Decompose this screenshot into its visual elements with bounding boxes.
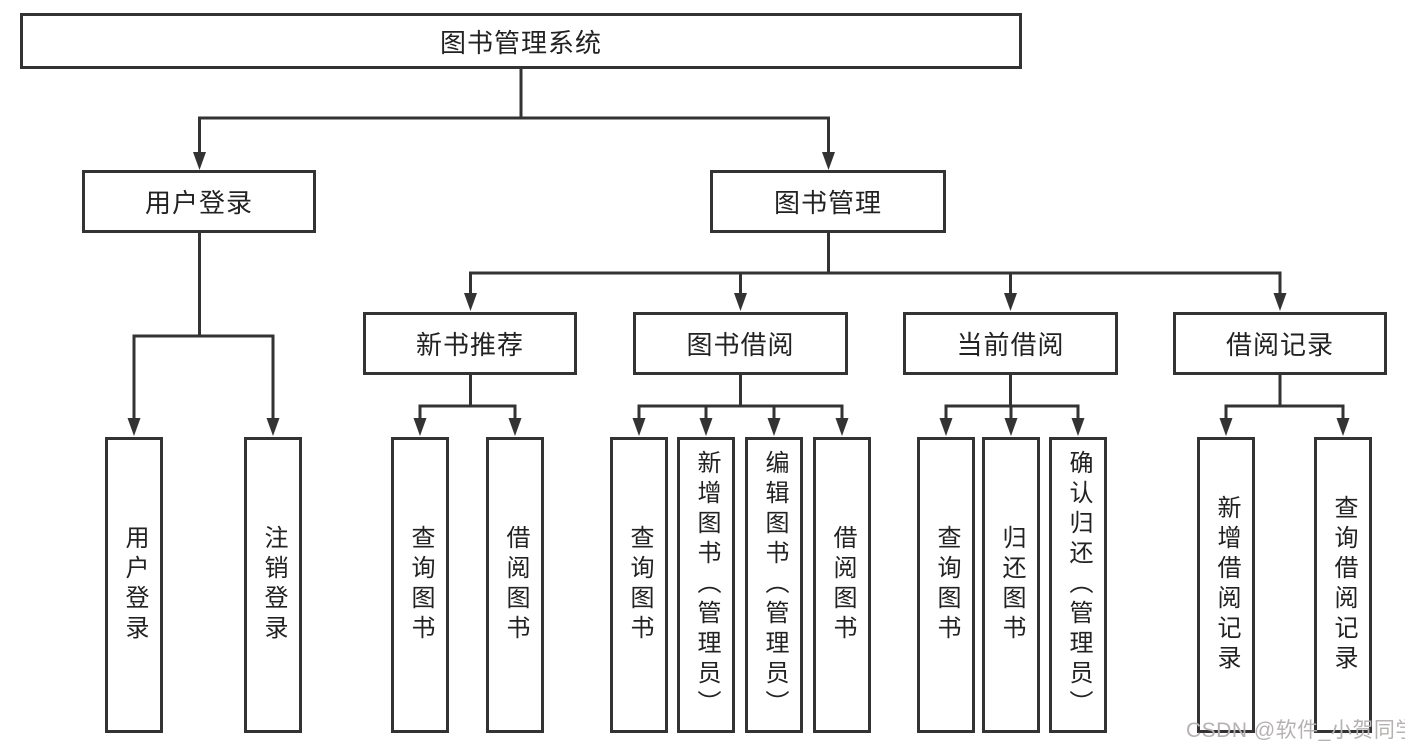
arrow-head-icon	[193, 152, 206, 170]
leaf-user-login: 用户登录	[105, 437, 163, 733]
leaf-add-borrow-record-label: 新增借阅记录	[1213, 495, 1240, 675]
node-book-management: 图书管理	[710, 170, 946, 233]
arrow-head-icon	[266, 418, 280, 436]
leaf-edit-book-admin-label: 编辑图书（管理员）	[761, 450, 788, 720]
arrow-head-icon	[508, 418, 522, 436]
arrow-head-icon	[1004, 293, 1017, 311]
leaf-query-books-recommend: 查询图书	[391, 437, 449, 733]
leaf-query-books-borrowing-label: 查询图书	[626, 525, 653, 645]
arrow-head-icon	[127, 418, 141, 436]
leaf-confirm-return-admin: 确认归还（管理员）	[1049, 437, 1107, 733]
leaf-borrow-books-recommend-label: 借阅图书	[502, 525, 529, 645]
node-current-borrowing-label: 当前借阅	[956, 330, 1065, 360]
leaf-borrow-books-recommend: 借阅图书	[486, 437, 544, 733]
leaf-return-book: 归还图书	[982, 437, 1040, 733]
node-new-book-recommendation-label: 新书推荐	[415, 330, 524, 360]
leaf-query-books-current: 查询图书	[917, 437, 975, 733]
node-root-library-management-system: 图书管理系统	[20, 13, 1022, 69]
arrow-head-icon	[464, 293, 477, 311]
leaf-add-book-admin-label: 新增图书（管理员）	[693, 450, 720, 720]
node-user-login-label: 用户登录	[144, 188, 253, 218]
arrow-head-icon	[1219, 418, 1233, 436]
leaf-query-books-current-label: 查询图书	[933, 525, 960, 645]
arrow-head-icon	[822, 152, 835, 170]
node-book-borrowing: 图书借阅	[633, 312, 848, 375]
node-root-label: 图书管理系统	[439, 27, 602, 58]
leaf-query-books-recommend-label: 查询图书	[407, 525, 434, 645]
leaf-query-borrow-record-label: 查询借阅记录	[1330, 495, 1357, 675]
node-book-management-label: 图书管理	[773, 188, 882, 218]
leaf-logout: 注销登录	[244, 437, 302, 733]
node-new-book-recommendation: 新书推荐	[363, 312, 577, 375]
leaf-query-books-borrowing: 查询图书	[610, 437, 668, 733]
arrow-head-icon	[632, 418, 646, 436]
arrow-head-icon	[939, 418, 953, 436]
leaf-add-borrow-record: 新增借阅记录	[1197, 437, 1255, 733]
csdn-watermark: CSDN @软件_小贺同学	[1186, 719, 1405, 742]
node-borrowing-records-label: 借阅记录	[1225, 330, 1334, 360]
arrow-head-icon	[767, 418, 781, 436]
leaf-borrow-books-borrowing: 借阅图书	[813, 437, 871, 733]
leaf-add-book-admin: 新增图书（管理员）	[677, 437, 735, 733]
leaf-user-login-label: 用户登录	[121, 525, 148, 645]
leaf-borrow-books-borrowing-label: 借阅图书	[829, 525, 856, 645]
leaf-edit-book-admin: 编辑图书（管理员）	[745, 437, 803, 733]
node-book-borrowing-label: 图书借阅	[686, 330, 795, 360]
leaf-return-book-label: 归还图书	[998, 525, 1025, 645]
node-current-borrowing: 当前借阅	[903, 312, 1118, 375]
leaf-logout-label: 注销登录	[260, 525, 287, 645]
arrow-head-icon	[835, 418, 849, 436]
arrow-head-icon	[413, 418, 427, 436]
arrow-head-icon	[1071, 418, 1085, 436]
leaf-confirm-return-admin-label: 确认归还（管理员）	[1065, 450, 1092, 720]
arrow-head-icon	[1336, 418, 1350, 436]
leaf-query-borrow-record: 查询借阅记录	[1314, 437, 1372, 733]
arrow-head-icon	[1004, 418, 1018, 436]
arrow-head-icon	[734, 293, 747, 311]
arrow-head-icon	[1273, 293, 1287, 311]
node-borrowing-records: 借阅记录	[1173, 312, 1387, 375]
node-user-login: 用户登录	[82, 170, 316, 233]
arrow-head-icon	[699, 418, 713, 436]
